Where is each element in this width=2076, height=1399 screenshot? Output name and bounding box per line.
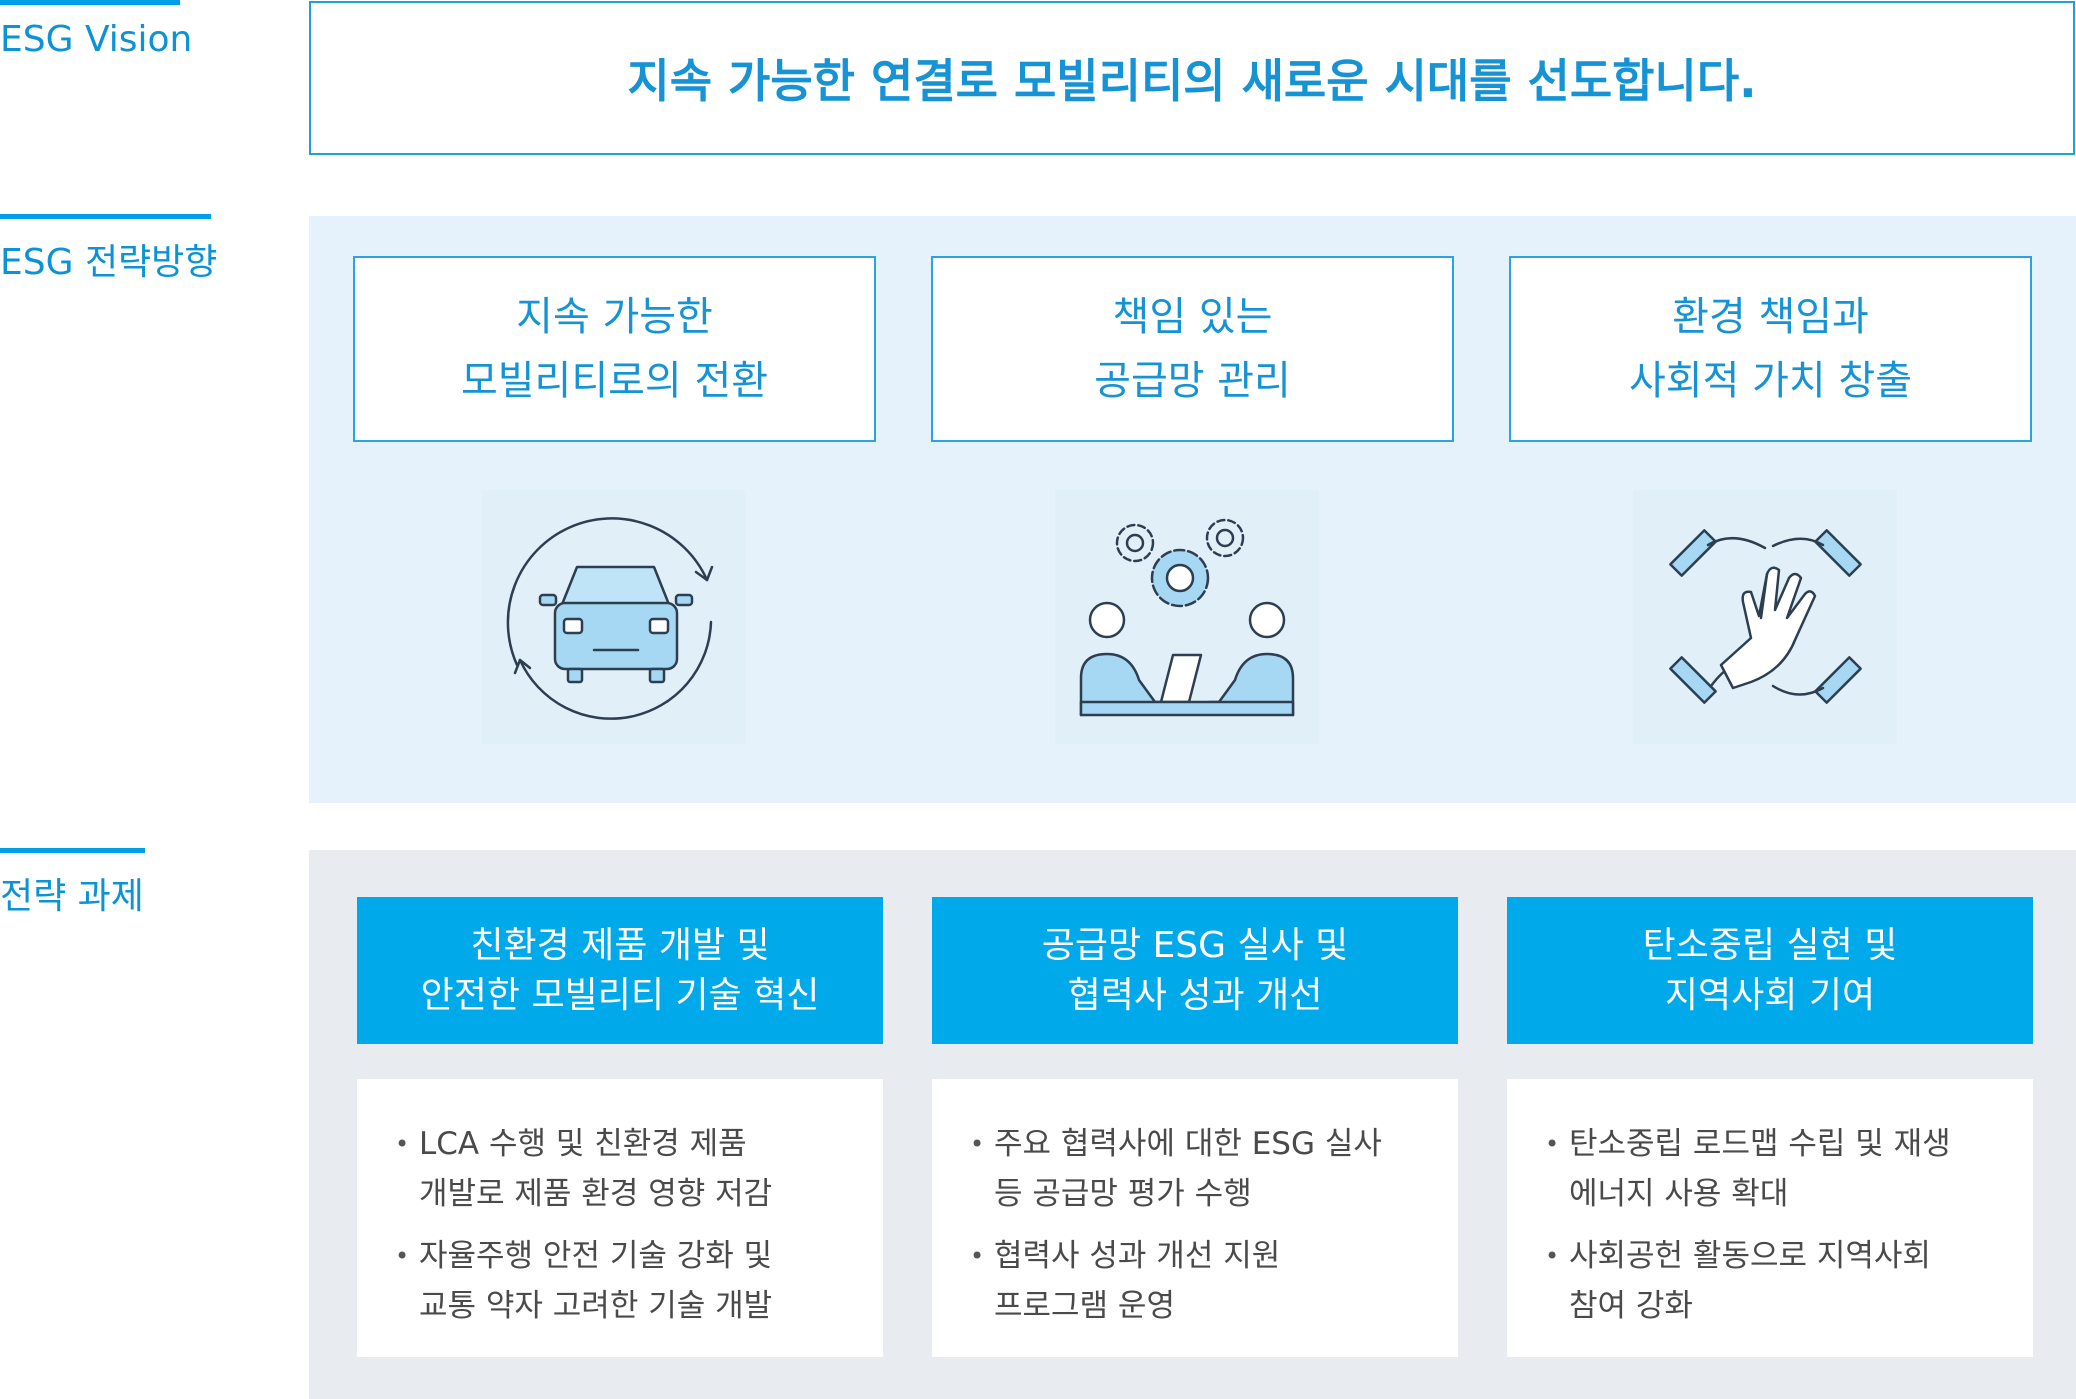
direction-card-3: 환경 책임과 사회적 가치 창출 bbox=[1509, 256, 2032, 442]
strategy-tasks-label-text: 전략 과제 bbox=[0, 876, 144, 917]
task-bullet-item: 주요 협력사에 대한 ESG 실사 등 공급망 평가 수행 bbox=[970, 1119, 1438, 1219]
direction-card-text: 지속 가능한 모빌리티로의 전환 bbox=[460, 294, 769, 404]
vision-statement-box: 지속 가능한 연결로 모빌리티의 새로운 시대를 선도합니다. bbox=[309, 1, 2075, 155]
label-accent-bar bbox=[0, 0, 180, 5]
task-title: 공급망 ESG 실사 및 협력사 성과 개선 bbox=[1041, 924, 1349, 1016]
strategy-tasks-label: 전략 과제 bbox=[0, 848, 145, 919]
esg-direction-label: ESG 전략방향 bbox=[0, 214, 217, 285]
esg-direction-label-text: ESG 전략방향 bbox=[0, 242, 218, 283]
partners-gears-icon bbox=[1055, 490, 1319, 744]
task-title: 친환경 제품 개발 및 안전한 모빌리티 기술 혁신 bbox=[420, 924, 820, 1016]
esg-vision-label-text: ESG Vision bbox=[0, 19, 193, 60]
direction-card-text: 환경 책임과 사회적 가치 창출 bbox=[1628, 294, 1913, 404]
tasks-panel: 친환경 제품 개발 및 안전한 모빌리티 기술 혁신 공급망 ESG 실사 및 … bbox=[309, 850, 2076, 1399]
direction-card-2: 책임 있는 공급망 관리 bbox=[931, 256, 1454, 442]
esg-vision-label: ESG Vision bbox=[0, 0, 192, 60]
label-accent-bar bbox=[0, 214, 211, 219]
task-detail-2: 주요 협력사에 대한 ESG 실사 등 공급망 평가 수행 협력사 성과 개선 … bbox=[932, 1079, 1458, 1357]
task-title: 탄소중립 실현 및 지역사회 기여 bbox=[1642, 924, 1898, 1016]
car-cycle-icon bbox=[482, 490, 746, 744]
task-bullet-item: 자율주행 안전 기술 강화 및 교통 약자 고려한 기술 개발 bbox=[395, 1231, 863, 1331]
vision-statement: 지속 가능한 연결로 모빌리티의 새로운 시대를 선도합니다. bbox=[627, 54, 1757, 108]
task-header-3: 탄소중립 실현 및 지역사회 기여 bbox=[1507, 897, 2033, 1044]
direction-card-1: 지속 가능한 모빌리티로의 전환 bbox=[353, 256, 876, 442]
task-bullet-item: 탄소중립 로드맵 수립 및 재생 에너지 사용 확대 bbox=[1545, 1119, 2013, 1219]
task-header-2: 공급망 ESG 실사 및 협력사 성과 개선 bbox=[932, 897, 1458, 1044]
task-detail-3: 탄소중립 로드맵 수립 및 재생 에너지 사용 확대 사회공헌 활동으로 지역사… bbox=[1507, 1079, 2033, 1357]
task-bullet-item: 협력사 성과 개선 지원 프로그램 운영 bbox=[970, 1231, 1438, 1331]
task-bullet-item: 사회공헌 활동으로 지역사회 참여 강화 bbox=[1545, 1231, 2013, 1331]
label-accent-bar bbox=[0, 848, 145, 853]
task-header-1: 친환경 제품 개발 및 안전한 모빌리티 기술 혁신 bbox=[357, 897, 883, 1044]
task-detail-1: LCA 수행 및 친환경 제품 개발로 제품 환경 영향 저감 자율주행 안전 … bbox=[357, 1079, 883, 1357]
task-bullet-item: LCA 수행 및 친환경 제품 개발로 제품 환경 영향 저감 bbox=[395, 1119, 863, 1219]
direction-card-text: 책임 있는 공급망 관리 bbox=[1094, 294, 1291, 404]
stacked-hands-icon bbox=[1633, 490, 1897, 744]
direction-panel: 지속 가능한 모빌리티로의 전환 책임 있는 공급망 관리 환경 책임과 사회적… bbox=[309, 216, 2076, 803]
